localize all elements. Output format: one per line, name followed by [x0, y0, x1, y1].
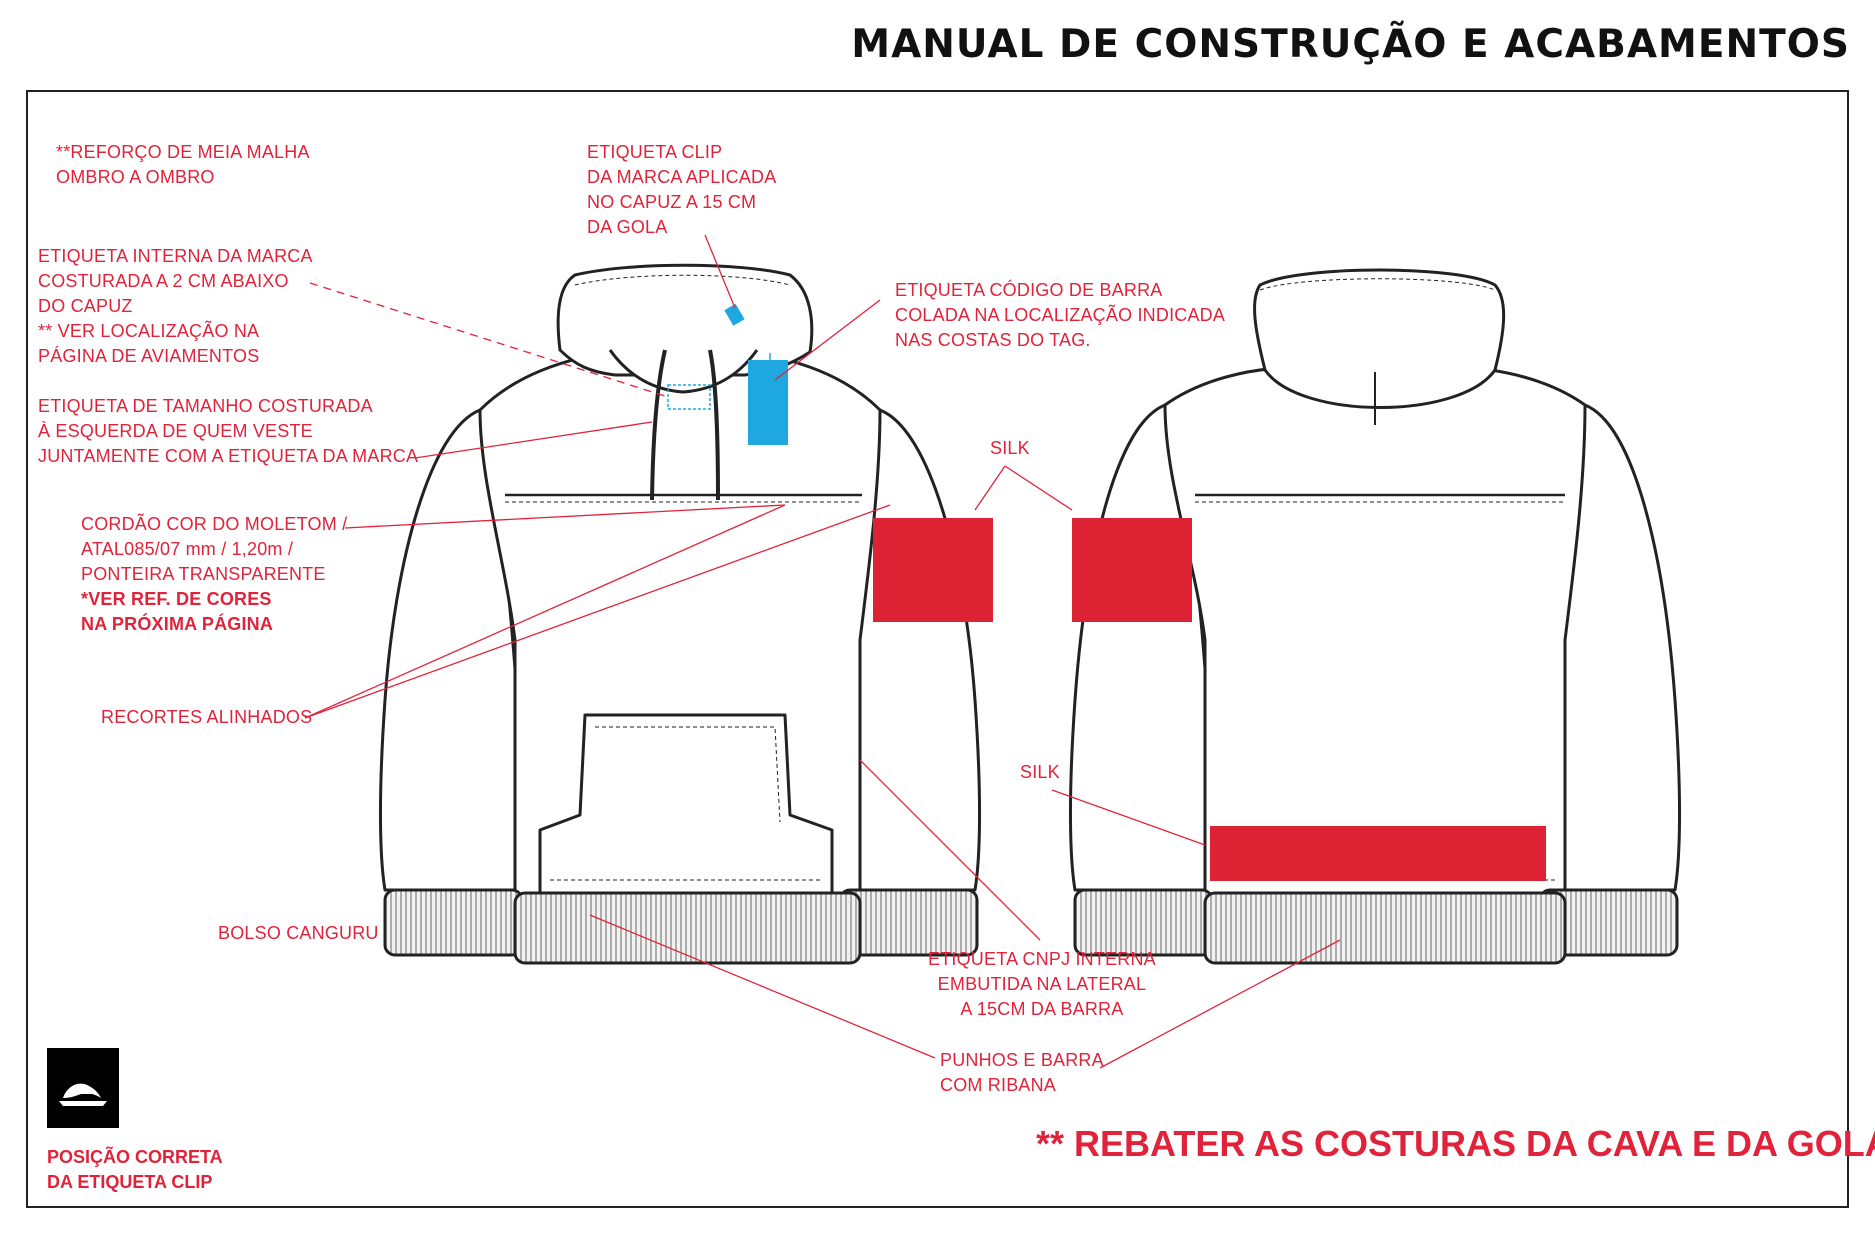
- back-waistband: [1203, 891, 1567, 965]
- back-body: [1163, 366, 1587, 897]
- clip-label-marker: [724, 303, 745, 326]
- front-hoodie: [378, 263, 982, 965]
- front-waistband: [513, 891, 862, 965]
- content-frame: [26, 90, 1849, 1208]
- note-silk-top: SILK: [990, 438, 1030, 458]
- brand-logo: [47, 1048, 119, 1128]
- note-etiqueta-clip: ETIQUETA CLIP DA MARCA APLICADA NO CAPUZ…: [587, 142, 777, 237]
- note-etiqueta-cnpj: ETIQUETA CNPJ INTERNA EMBUTIDA NA LATERA…: [928, 949, 1156, 1019]
- barcode-tag: [748, 353, 788, 445]
- note-reforco-meia-malha: **REFORÇO DE MEIA MALHA OMBRO A OMBRO: [56, 142, 310, 187]
- note-etiqueta-codigo-barra: ETIQUETA CÓDIGO DE BARRA COLADA NA LOCAL…: [895, 280, 1226, 350]
- leader-lines: [304, 234, 1341, 1069]
- note-recortes-alinhados: RECORTES ALINHADOS: [101, 707, 313, 727]
- logo-caption: POSIÇÃO CORRETA DA ETIQUETA CLIP: [47, 1147, 223, 1192]
- quiksilver-logo-icon: [59, 1083, 107, 1106]
- page-title: MANUAL DE CONSTRUÇÃO E ACABAMENTOS: [851, 22, 1850, 67]
- silk-area-front-sleeve: [873, 518, 993, 622]
- note-silk-bottom: SILK: [1020, 762, 1060, 782]
- note-cordao-ref-cores: *VER REF. DE CORES NA PRÓXIMA PÁGINA: [81, 589, 274, 634]
- drawcord-right: [708, 349, 720, 501]
- note-rebater-costuras: ** REBATER AS COSTURAS DA CAVA E DA GOLA: [1036, 1123, 1875, 1164]
- back-hood: [1253, 268, 1506, 409]
- front-left-cuff: [383, 888, 524, 957]
- silk-area-back-sleeve: [1072, 518, 1192, 622]
- drawcord-left: [650, 349, 667, 501]
- note-cordao: CORDÃO COR DO MOLETOM / ATAL085/07 mm / …: [81, 514, 348, 584]
- back-left-cuff: [1073, 888, 1214, 957]
- note-bolso-canguru: BOLSO CANGURU: [218, 923, 379, 943]
- note-etiqueta-tamanho: ETIQUETA DE TAMANHO COSTURADA À ESQUERDA…: [38, 396, 419, 466]
- note-punhos-barra: PUNHOS E BARRA COM RIBANA: [940, 1050, 1104, 1095]
- brand-label-marker: [667, 384, 711, 410]
- silk-area-back-hem: [1210, 826, 1546, 881]
- note-etiqueta-interna: ETIQUETA INTERNA DA MARCA COSTURADA A 2 …: [38, 246, 313, 366]
